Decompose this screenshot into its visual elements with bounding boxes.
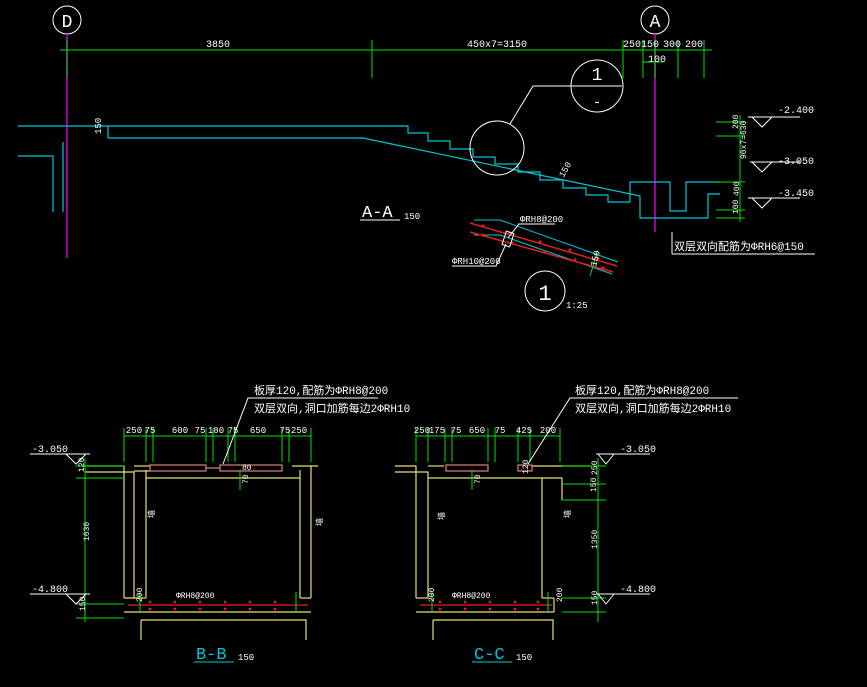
bb-elev-bottom: -4.800 [32,585,68,596]
cc-dim-200b: 200 [556,587,565,602]
cc-dim-150a: 150 [590,477,599,492]
dim-300-top: 300 [663,40,681,51]
bb-wall-mark-right: 墙 [314,518,325,526]
detail1-scale: 1:25 [566,301,588,311]
detail1-thickness: 150 [589,250,603,268]
bb-dim-2: 600 [172,426,188,436]
bb-note-2: 双层双向,洞口加筋每边2ΦRH10 [254,401,410,416]
callout-dash: - [593,95,601,111]
cc-dim-1350: 1350 [591,530,600,549]
aa-reinforcement-note: 双层双向配筋为ΦRH6@150 [674,239,804,254]
bb-dim-120: 120 [78,457,87,472]
bb-dim-1630: 1630 [83,522,92,541]
cc-dim-200a: 200 [428,587,437,602]
detail-1-drawing: ΦRH8@200 ΦRH10@200 150 1 1:25 [452,215,619,312]
cc-elev-bottom: -4.800 [620,585,656,596]
cc-wall-mark-right: 墙 [562,510,573,518]
cc-dim-120: 120 [522,459,531,474]
detail1-rebar-bottom: ΦRH10@200 [452,257,501,267]
cc-dim-6: 200 [540,426,556,436]
bb-note-1: 板厚120,配筋为ΦRH8@200 [254,383,388,398]
top-dimension-line [60,40,712,78]
detail1-number: 1 [538,282,551,307]
elev-minus-3450: -3.450 [778,189,814,200]
bb-dim-80: 80 [242,464,252,473]
cc-dim-2: 75 [451,426,462,436]
elev-minus-3050: -3.050 [778,157,814,168]
bb-dim-1: 75 [145,426,156,436]
dim-250-top: 250 [623,40,641,51]
cc-note-2: 双层双向,洞口加筋每边2ΦRH10 [575,401,731,416]
section-bb-scale: 150 [238,653,254,663]
bb-dim-3: 75 [195,426,206,436]
section-bb: 250 75 600 75 180 75 650 75 250 板厚120,配筋… [30,383,410,665]
bb-dim-7: 75 [280,426,291,436]
bb-rebar: ΦRH8@200 [176,592,215,601]
cc-elev-top: -3.050 [620,445,656,456]
dim-450x7: 450x7=3150 [467,40,527,51]
elev-minus-2400: -2.400 [778,106,814,117]
aa-elevations [748,116,800,209]
section-cc-scale: 150 [516,653,532,663]
callout-number: 1 [592,66,603,86]
dim-3850: 3850 [206,40,230,51]
dim-aa-400: 400 [733,181,742,196]
section-aa-label: A-A [362,204,393,223]
bb-dim-70: 70 [242,474,251,484]
dim-aa-100: 100 [732,199,741,214]
bb-dim-5: 75 [228,426,239,436]
detail-callout-circle: 1 - [469,59,624,176]
dim-200-top: 200 [685,40,703,51]
cc-dim-4: 75 [495,426,506,436]
cc-rebar: ΦRH8@200 [452,592,491,601]
cc-dim-150b: 150 [591,590,600,605]
axis-d-label: D [62,13,73,33]
cc-dim-5: 425 [516,426,532,436]
section-cc-label: C-C [474,646,505,665]
cc-dim-70: 70 [474,474,483,484]
dim-100-top: 100 [648,55,666,66]
dim-150-top: 150 [641,40,659,51]
cc-dim-3: 650 [469,426,485,436]
bb-dim-200: 200 [136,587,145,602]
bb-elev-top: -3.050 [32,445,68,456]
dim-aa-200: 200 [732,114,741,129]
bb-dim-6: 650 [250,426,266,436]
cc-dim-1: 175 [429,426,445,436]
cc-wall-mark-left: 墙 [436,512,447,520]
slab-thk-150-a: 150 [94,118,104,134]
section-cc: 250 175 75 650 75 425 200 板厚120,配筋为ΦRH8@… [395,383,738,665]
section-aa-scale: 150 [404,212,420,222]
axis-a-label: A [650,13,661,33]
cc-dim-0: 250 [414,426,430,436]
aa-right-dimension [716,115,745,222]
bb-dim-150: 150 [79,596,88,611]
bb-wall-mark-left: 墙 [146,510,157,518]
cc-note-1: 板厚120,配筋为ΦRH8@200 [575,383,709,398]
bb-dim-4: 180 [208,426,224,436]
bb-dim-8: 250 [291,426,307,436]
bb-dim-0: 250 [126,426,142,436]
dim-aa-90x7: 90x7=630 [740,120,749,159]
section-bb-label: B-B [196,646,227,665]
section-aa-profile [18,125,720,219]
cc-dim-250: 250 [591,460,600,475]
detail1-rebar-top: ΦRH8@200 [520,215,563,225]
